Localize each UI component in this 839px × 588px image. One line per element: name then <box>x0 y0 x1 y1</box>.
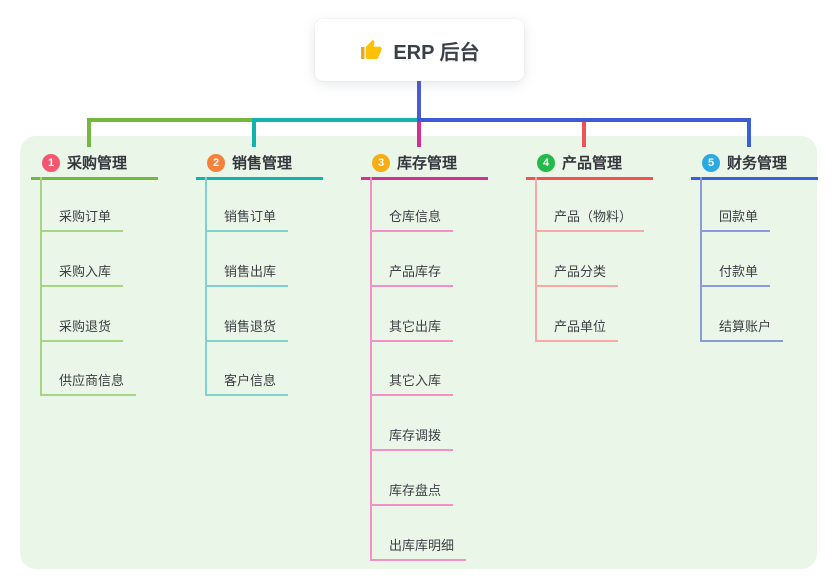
branch-header-purchase[interactable]: 1 采购管理 <box>31 148 158 180</box>
child-node[interactable]: 供应商信息 <box>40 368 137 396</box>
child-node-label: 库存调拨 <box>389 428 442 443</box>
child-node-label: 库存盘点 <box>389 483 442 498</box>
branch-trunk-line <box>370 177 372 559</box>
root-node[interactable]: ERP 后台 <box>315 19 524 81</box>
connector-segment-green <box>87 118 254 122</box>
branch-number-badge: 4 <box>537 153 555 172</box>
child-node[interactable]: 库存调拨 <box>370 423 454 451</box>
connector-segment-blue <box>417 118 749 122</box>
child-node[interactable]: 产品（物料） <box>535 204 645 232</box>
child-node[interactable]: 产品库存 <box>370 259 454 287</box>
child-node-label: 出库库明细 <box>389 538 455 553</box>
branch-trunk-line <box>700 177 702 340</box>
child-node-label: 其它出库 <box>389 319 442 334</box>
child-node-label: 销售退货 <box>224 319 277 334</box>
branch-header-sales[interactable]: 2 销售管理 <box>196 148 323 180</box>
child-node[interactable]: 其它出库 <box>370 314 454 342</box>
child-node-label: 产品库存 <box>389 264 442 279</box>
child-node-label: 产品（物料） <box>554 209 633 224</box>
child-node[interactable]: 仓库信息 <box>370 204 454 232</box>
branch-header-finance[interactable]: 5 财务管理 <box>691 148 818 180</box>
child-node-label: 付款单 <box>719 264 759 279</box>
branch-number-badge: 1 <box>42 153 60 172</box>
branch-1: 1 采购管理 采购订单采购入库采购退货供应商信息 <box>31 0 191 588</box>
branch-2: 2 销售管理 销售订单销售出库销售退货客户信息 <box>196 0 356 588</box>
branch-5: 5 财务管理 回款单付款单结算账户 <box>691 0 839 588</box>
child-node[interactable]: 销售出库 <box>205 259 289 287</box>
child-node[interactable]: 采购退货 <box>40 314 124 342</box>
child-node-label: 结算账户 <box>719 319 772 334</box>
branch-number-badge: 5 <box>702 153 720 172</box>
child-node[interactable]: 其它入库 <box>370 368 454 396</box>
child-node[interactable]: 结算账户 <box>700 314 784 342</box>
child-node[interactable]: 回款单 <box>700 204 771 232</box>
child-node[interactable]: 付款单 <box>700 259 771 287</box>
branch-trunk-line <box>535 177 537 340</box>
branch-number-badge: 3 <box>372 153 390 172</box>
child-node-label: 采购订单 <box>59 209 112 224</box>
branch-label: 销售管理 <box>232 155 293 172</box>
branch-4: 4 产品管理 产品（物料） 产品分类产品单位 <box>526 0 686 588</box>
connector-drop-inventory <box>417 121 421 147</box>
branch-label: 采购管理 <box>67 155 128 172</box>
root-connector-line <box>417 81 421 120</box>
branch-header-inventory[interactable]: 3 库存管理 <box>361 148 488 180</box>
branch-label: 库存管理 <box>397 155 458 172</box>
branch-number-badge: 2 <box>207 153 225 172</box>
thumbs-up-icon <box>361 39 382 59</box>
child-node-label: 销售订单 <box>224 209 277 224</box>
child-node[interactable]: 客户信息 <box>205 368 289 396</box>
branch-label: 财务管理 <box>727 155 788 172</box>
child-node[interactable]: 产品单位 <box>535 314 619 342</box>
child-node[interactable]: 销售订单 <box>205 204 289 232</box>
connector-drop-product <box>582 118 586 147</box>
branch-3: 3 库存管理 仓库信息产品库存其它出库其它入库库存调拨库存盘点出库库明细 <box>361 0 521 588</box>
child-node[interactable]: 库存盘点 <box>370 478 454 506</box>
connector-segment-teal <box>252 118 421 122</box>
child-node[interactable]: 销售退货 <box>205 314 289 342</box>
child-node-label: 销售出库 <box>224 264 277 279</box>
child-node-label: 客户信息 <box>224 373 277 388</box>
child-node[interactable]: 出库库明细 <box>370 533 467 561</box>
connector-drop-purchase <box>87 118 91 147</box>
child-node-label: 产品单位 <box>554 319 607 334</box>
child-node[interactable]: 采购入库 <box>40 259 124 287</box>
child-node-label: 仓库信息 <box>389 209 442 224</box>
background-panel <box>20 136 817 569</box>
child-node-label: 供应商信息 <box>59 373 125 388</box>
child-node-label: 其它入库 <box>389 373 442 388</box>
connector-drop-finance <box>747 118 751 147</box>
connector-drop-sales <box>252 118 256 147</box>
child-node-label: 产品分类 <box>554 264 607 279</box>
child-node-label: 回款单 <box>719 209 759 224</box>
branch-label: 产品管理 <box>562 155 623 172</box>
child-node[interactable]: 采购订单 <box>40 204 124 232</box>
root-title: ERP 后台 <box>393 41 480 64</box>
branch-header-product[interactable]: 4 产品管理 <box>526 148 653 180</box>
child-node-label: 采购入库 <box>59 264 112 279</box>
child-node-label: 采购退货 <box>59 319 112 334</box>
child-node[interactable]: 产品分类 <box>535 259 619 287</box>
